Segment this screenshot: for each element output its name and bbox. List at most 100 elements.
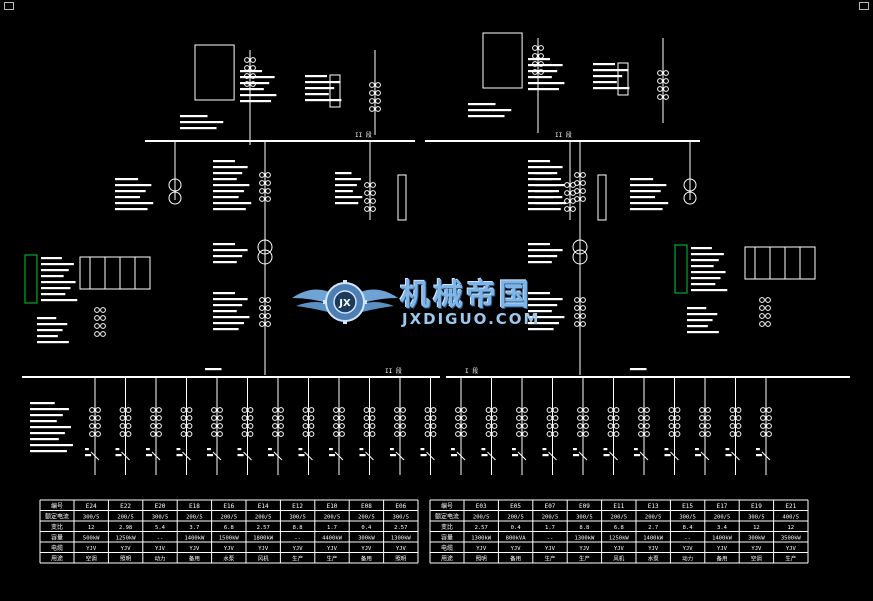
table-cell: 生产 — [326, 555, 338, 563]
contact-symbol — [369, 98, 375, 104]
table-cell: 200/5 — [324, 515, 341, 521]
contact-symbol — [119, 431, 126, 437]
contact-symbol — [119, 423, 126, 429]
table-cell: YJV — [786, 546, 797, 552]
contact-symbol — [699, 423, 705, 429]
compensation-right-notes — [691, 247, 728, 292]
transformer-feeder-right-notes — [528, 243, 563, 264]
compensation-left-notes — [37, 317, 69, 344]
contact-symbol — [186, 423, 193, 429]
contact-symbol — [400, 431, 406, 437]
table-cell: 1500kW — [219, 536, 240, 542]
contact-symbol — [765, 313, 771, 319]
table-cell: 200/5 — [221, 515, 238, 521]
contact-symbol — [532, 45, 538, 51]
feeder-switches — [668, 407, 681, 437]
annotation-text — [528, 310, 552, 313]
contact-symbol — [577, 431, 583, 437]
annotation-text — [512, 448, 516, 451]
contact-symbol — [156, 431, 162, 437]
annotation-text — [146, 454, 153, 457]
feeder-switches — [638, 407, 650, 437]
contact-symbol — [699, 415, 705, 421]
contact-symbol — [580, 172, 586, 178]
annotation-text — [691, 247, 712, 250]
annotation-text — [664, 448, 669, 451]
contact-symbol — [250, 57, 256, 63]
contact-symbol — [302, 431, 309, 437]
contact-symbol — [516, 423, 522, 429]
annotation-text — [695, 448, 699, 451]
contact-symbol — [259, 196, 265, 202]
contact-symbol — [265, 172, 271, 178]
annotation-text — [41, 263, 74, 266]
annotation-text — [468, 109, 512, 112]
aux-cabinet-right-switches — [564, 182, 576, 212]
annotation-text — [359, 454, 366, 457]
contact-symbol — [95, 415, 101, 421]
annotation-text — [512, 454, 519, 457]
annotation-text — [213, 160, 235, 163]
contact-symbol — [244, 65, 250, 71]
table-cell: 3.7 — [189, 525, 199, 531]
compensation-right-notes — [687, 307, 719, 334]
table-cell-id: E21 — [785, 503, 796, 510]
contact-symbol — [156, 423, 162, 429]
table-cell: 1300kW — [574, 536, 595, 542]
annotation-text — [305, 87, 335, 90]
table-cell: 300/5 — [83, 515, 100, 521]
table-cell: 300kW — [748, 536, 765, 542]
contact-symbol — [370, 198, 376, 204]
feeder-breaker — [182, 451, 191, 461]
annotation-text — [335, 190, 353, 193]
annotation-text — [268, 454, 275, 457]
contact-symbol — [574, 297, 580, 303]
contact-symbol — [259, 313, 265, 319]
table-cell-id: E03 — [476, 503, 487, 510]
contact-symbol — [564, 198, 570, 204]
table-row-header: 用途 — [51, 555, 63, 563]
lv-bus-caption — [630, 368, 647, 371]
contact-symbol — [735, 415, 742, 421]
annotation-text — [41, 293, 66, 296]
contact-symbol — [574, 172, 580, 178]
feeder-switches — [424, 407, 437, 437]
annotation-text — [30, 426, 71, 429]
annotation-text — [528, 88, 559, 91]
contact-symbol — [250, 73, 256, 79]
contact-symbol — [369, 106, 375, 112]
contact-symbol — [94, 307, 100, 313]
table-cell: 生产 — [785, 555, 797, 563]
contact-symbol — [339, 423, 345, 429]
contact-symbol — [150, 407, 156, 413]
annotation-text — [115, 178, 139, 181]
annotation-text — [115, 184, 152, 187]
contact-symbol — [552, 431, 559, 437]
incoming-panel-left-caption — [180, 115, 224, 130]
contact-symbol — [119, 415, 126, 421]
table-cell: -- — [547, 536, 554, 542]
contact-symbol — [760, 415, 766, 421]
watermark-logo: JX 机械帝国 JXDIGUO.COM — [290, 268, 590, 338]
annotation-text — [573, 454, 580, 457]
annotation-text — [691, 283, 716, 286]
contact-symbol — [369, 82, 375, 88]
table-cell: 5.4 — [155, 525, 166, 531]
annotation-text — [528, 160, 550, 163]
contact-symbol — [657, 70, 663, 76]
annotation-text — [329, 448, 333, 451]
feeder-breaker — [578, 451, 588, 461]
annotation-text — [335, 172, 352, 175]
table-cell-id: E05 — [510, 503, 521, 510]
annotation-text — [691, 259, 719, 262]
contact-symbol — [657, 94, 663, 100]
contact-symbol — [644, 431, 650, 437]
feeder-tag — [603, 448, 610, 457]
annotation-text — [207, 454, 214, 457]
annotation-text — [687, 319, 713, 322]
annotation-text — [634, 448, 638, 451]
contact-symbol — [211, 423, 217, 429]
annotation-text — [593, 87, 630, 90]
table-cell: 400/5 — [783, 515, 800, 521]
contact-symbol — [674, 423, 681, 429]
